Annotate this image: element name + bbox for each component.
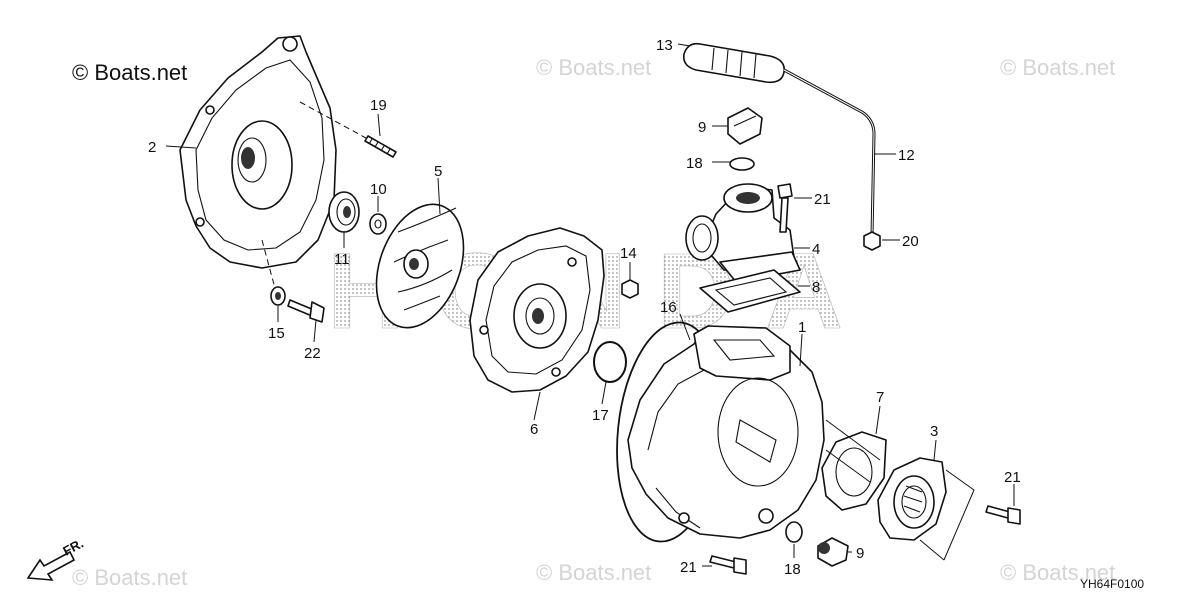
part-6-volute-case (469, 227, 605, 393)
part-21-bolt-right (985, 505, 1021, 525)
part-20-nut (863, 231, 881, 251)
part-18-o-ring-top (729, 157, 755, 171)
callout-12: 12 (898, 147, 915, 164)
diagram-code: YH64F0100 (1080, 577, 1144, 591)
arrow-down-left-icon (26, 550, 76, 581)
part-11-mechanical-seal (328, 191, 360, 233)
callout-18-bottom: 18 (784, 561, 801, 578)
watermark-bottom-left: © Boats.net (72, 565, 187, 590)
callout-19: 19 (370, 97, 387, 114)
callout-13: 13 (656, 37, 673, 54)
callout-21-right: 21 (1004, 469, 1021, 486)
callout-4: 4 (812, 241, 820, 258)
callout-3: 3 (930, 423, 938, 440)
part-9-cap-bottom (817, 537, 849, 567)
part-9-cap-top (727, 107, 763, 145)
callout-14: 14 (620, 245, 637, 262)
part-10-washer (369, 213, 387, 235)
callout-22: 22 (304, 345, 321, 362)
copyright-label: © Boats.net (72, 60, 187, 85)
part-7-port-gasket (821, 431, 887, 511)
part-4-discharge-elbow (685, 183, 801, 283)
callout-17: 17 (592, 407, 609, 424)
callout-9-bottom: 9 (856, 545, 864, 562)
part-5-impeller (375, 203, 465, 329)
callout-21-bottom: 21 (680, 559, 697, 576)
watermark-bottom-center: © Boats.net (536, 560, 651, 585)
part-19-stud (299, 101, 397, 158)
callout-15: 15 (268, 325, 285, 342)
part-18-o-ring-bottom (785, 521, 803, 543)
part-13-handle-grip (682, 42, 786, 84)
part-22-bolt (287, 299, 325, 323)
callout-6: 6 (530, 421, 538, 438)
callout-21-top: 21 (814, 191, 831, 208)
part-8-flange-gasket (699, 269, 801, 313)
part-15-washer (261, 239, 286, 306)
part-2-cover-plate (179, 35, 337, 269)
callout-2: 2 (148, 139, 156, 156)
callouts: 1 2 3 4 5 6 7 8 9 9 10 11 12 13 14 15 16… (148, 37, 1021, 578)
watermark-top-center: © Boats.net (536, 55, 651, 80)
part-17-o-ring (593, 341, 627, 383)
callout-8: 8 (812, 279, 820, 296)
part-21-bolt-bottom (709, 555, 747, 575)
watermark-top-right: © Boats.net (1000, 55, 1115, 80)
part-12-handle-rod (783, 68, 876, 237)
leader-lines (165, 43, 1015, 567)
callout-5: 5 (434, 163, 442, 180)
callout-20: 20 (902, 233, 919, 250)
callout-9-top: 9 (698, 119, 706, 136)
part-14-nut (621, 279, 639, 299)
part-3-port-cover (877, 457, 947, 541)
callout-11: 11 (334, 251, 350, 268)
part-1-pump-casing (627, 325, 825, 539)
watermark-bottom-right: © Boats.net (1000, 560, 1115, 585)
callout-1: 1 (798, 319, 806, 336)
callout-16: 16 (660, 299, 677, 316)
callout-7: 7 (876, 389, 884, 406)
part-21-bolt-top (777, 183, 793, 233)
callout-18-top: 18 (686, 155, 703, 172)
callout-10: 10 (370, 181, 387, 198)
